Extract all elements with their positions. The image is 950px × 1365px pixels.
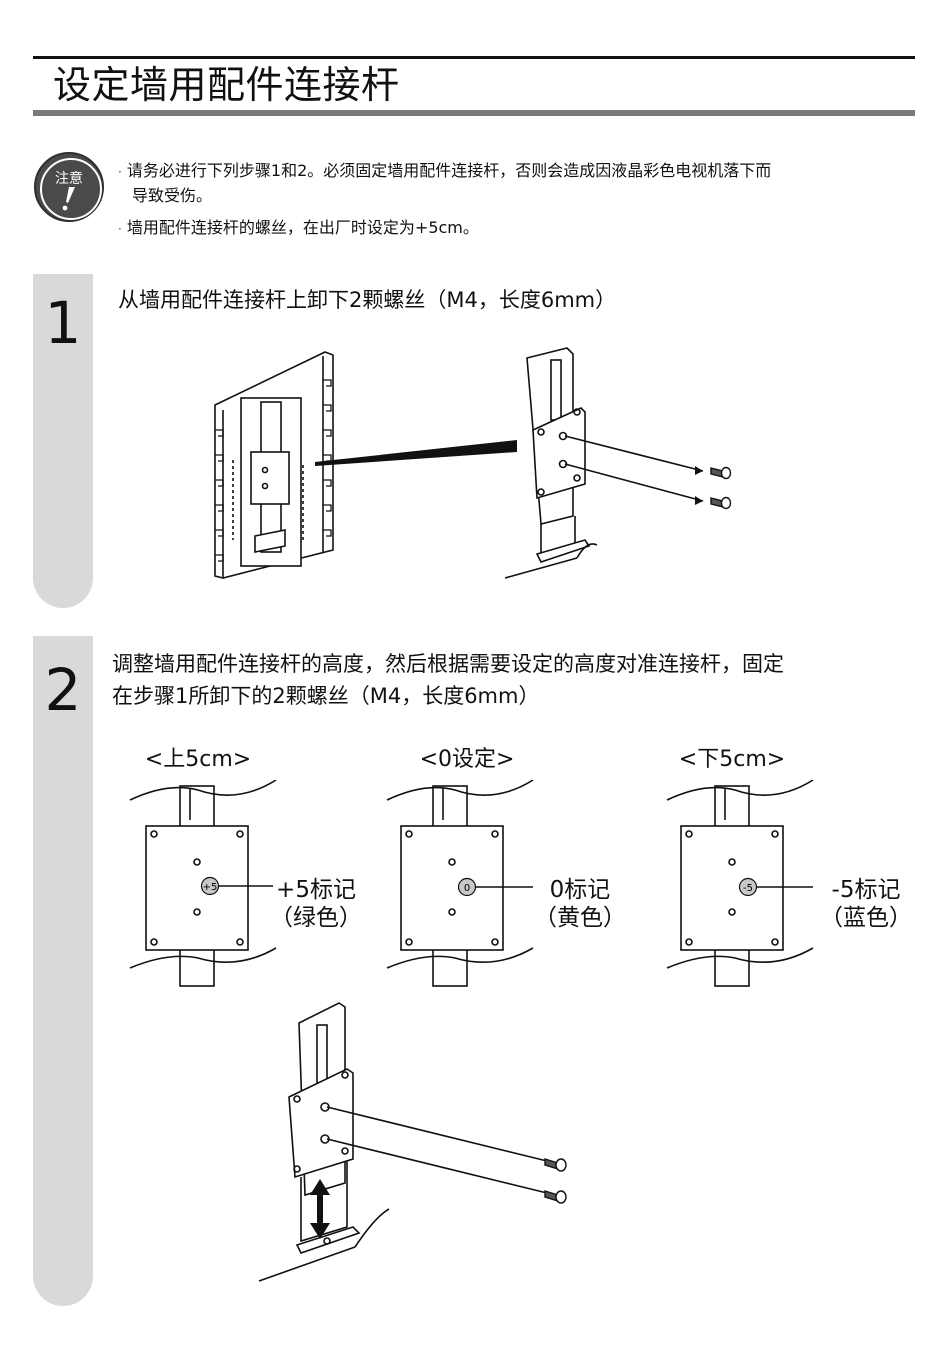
position-diagram-down5: -5 xyxy=(665,780,815,990)
position-mark-zero-text: 0 xyxy=(464,883,470,894)
title-bottom-rule xyxy=(33,110,915,116)
caution-note-2: · 墙用配件连接杆的螺丝，在出厂时设定为+5cm。 xyxy=(118,216,479,241)
position-mark-plus5-text: +5 xyxy=(203,882,218,893)
callout-plus5-line-1: +5标记 xyxy=(266,876,366,904)
position-diagram-zero: 0 xyxy=(385,780,535,990)
caution-badge: 注意 xyxy=(34,152,104,222)
callout-zero: 0标记 （黄色） xyxy=(530,876,630,932)
position-label-zero: <0设定> xyxy=(397,741,537,773)
step-1-illustration xyxy=(205,340,765,590)
position-label-up5: <上5cm> xyxy=(128,741,268,773)
step-2-assembly-illustration xyxy=(255,995,585,1285)
bullet-dot: · xyxy=(118,165,122,179)
callout-minus5-line-2: （蓝色） xyxy=(816,904,916,932)
callout-plus5: +5标记 （绿色） xyxy=(266,876,366,932)
step-2-number: 2 xyxy=(33,660,93,720)
exclamation-pencil-icon xyxy=(60,187,80,211)
bullet-dot: · xyxy=(118,222,122,236)
caution-badge-label: 注意 xyxy=(36,168,102,188)
caution-note-1: · 请务必进行下列步骤1和2。必须固定墙用配件连接杆，否则会造成因液晶彩色电视机… xyxy=(118,159,771,184)
callout-zero-line-2: （黄色） xyxy=(530,904,630,932)
callout-plus5-line-2: （绿色） xyxy=(266,904,366,932)
step-1-instruction: 从墙用配件连接杆上卸下2颗螺丝（M4，长度6mm） xyxy=(118,284,616,316)
title-top-rule xyxy=(33,56,915,59)
position-mark-minus5-text: -5 xyxy=(743,883,753,894)
step-1-number: 1 xyxy=(33,293,93,353)
caution-note-1-text: 请务必进行下列步骤1和2。必须固定墙用配件连接杆，否则会造成因液晶彩色电视机落下… xyxy=(127,161,771,180)
step-2-instruction-line-1: 调整墙用配件连接杆的高度，然后根据需要设定的高度对准连接杆，固定 xyxy=(112,648,784,680)
callout-minus5: -5标记 （蓝色） xyxy=(816,876,916,932)
position-diagram-up5: +5 xyxy=(128,780,278,990)
callout-minus5-line-1: -5标记 xyxy=(816,876,916,904)
step-2-instruction-line-2: 在步骤1所卸下的2颗螺丝（M4，长度6mm） xyxy=(112,680,539,712)
step-2-band xyxy=(33,636,93,1306)
callout-zero-line-1: 0标记 xyxy=(530,876,630,904)
caution-note-1-cont: 导致受伤。 xyxy=(132,184,212,208)
caution-note-2-text: 墙用配件连接杆的螺丝，在出厂时设定为+5cm。 xyxy=(127,218,479,237)
page-title: 设定墙用配件连接杆 xyxy=(53,62,400,108)
position-label-down5: <下5cm> xyxy=(662,741,802,773)
